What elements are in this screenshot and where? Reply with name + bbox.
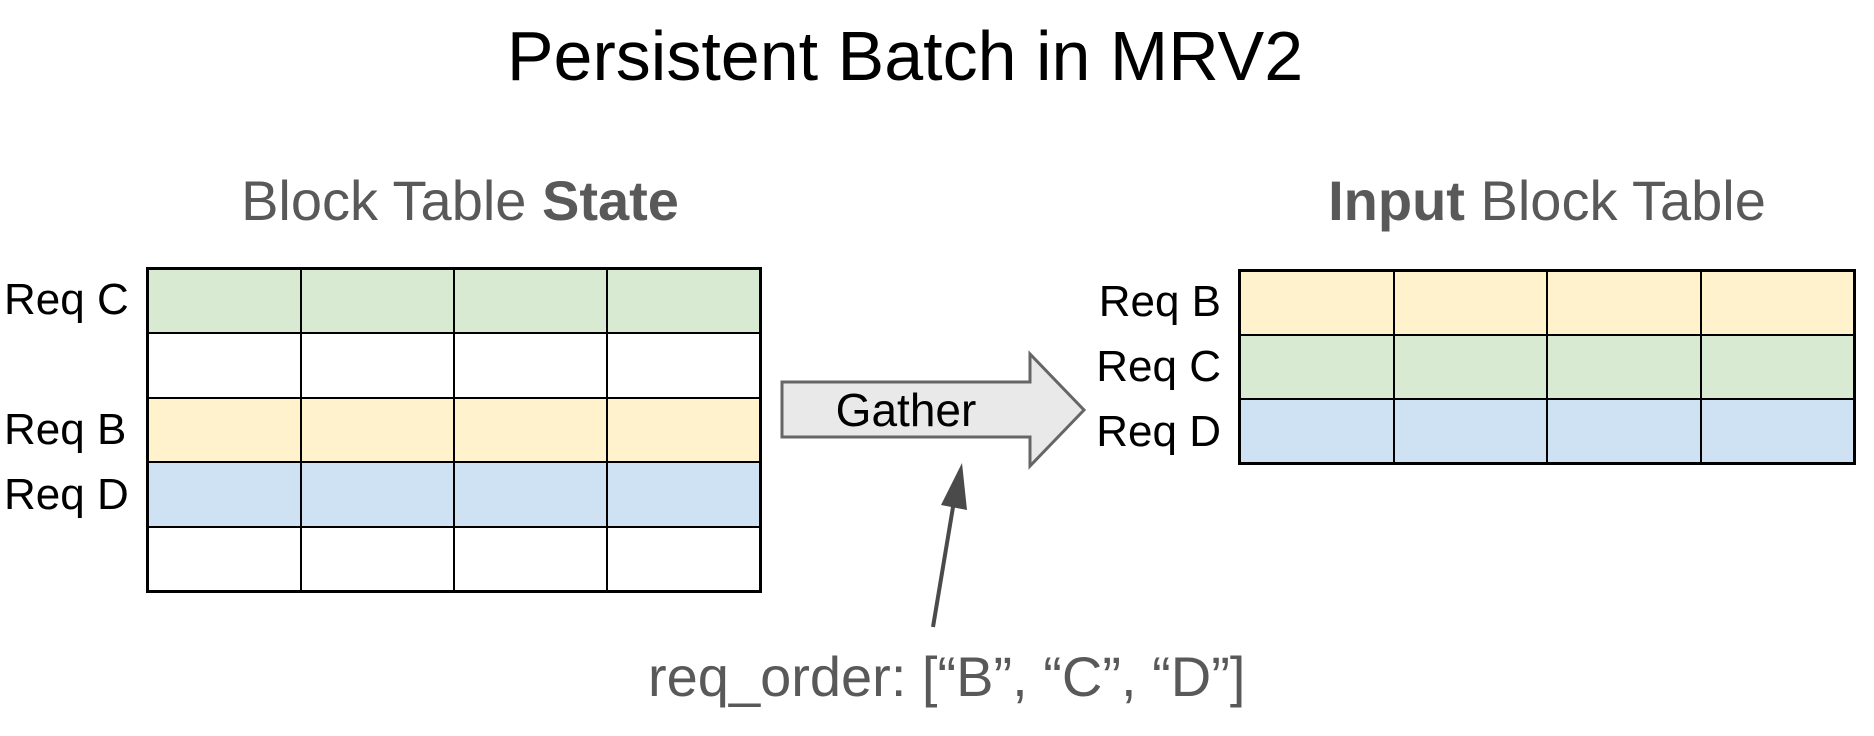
table-cell xyxy=(301,333,454,398)
table-cell xyxy=(301,269,454,334)
row-label xyxy=(0,528,140,593)
table-cell xyxy=(1547,271,1701,335)
right-table-heading: Input Block Table xyxy=(1187,170,1874,232)
gather-arrow-shape xyxy=(780,350,1087,470)
table-cell xyxy=(1393,271,1547,335)
table-cell xyxy=(1240,399,1394,463)
table-cell xyxy=(148,397,301,463)
req-order-annotation: req_order: [“B”, “C”, “D”] xyxy=(648,645,1246,708)
right-heading-highlight-text: Input xyxy=(1328,169,1465,232)
table-cell xyxy=(148,526,301,591)
table-cell xyxy=(607,397,760,463)
row-label: Req C xyxy=(1096,341,1221,391)
row-label: Req D xyxy=(1096,407,1221,457)
table-cell xyxy=(1547,399,1701,463)
table-cell xyxy=(454,269,607,334)
pointer-arrow-head xyxy=(941,463,967,510)
left-table-row-labels: Req C Req B Req D xyxy=(0,267,140,593)
table-cell xyxy=(1700,335,1854,399)
pointer-arrow-shaft xyxy=(931,506,955,628)
table-cell xyxy=(301,397,454,463)
table-cell xyxy=(454,462,607,527)
table-cell xyxy=(607,333,760,398)
table-cell xyxy=(1240,335,1394,399)
table-cell xyxy=(1393,399,1547,463)
table-cell xyxy=(1393,335,1547,399)
row-label: Req D xyxy=(4,470,129,520)
gather-arrow-icon xyxy=(780,350,1087,470)
gather-arrow-label: Gather xyxy=(835,383,977,436)
right-heading-normal-text: Block Table xyxy=(1464,169,1766,232)
table-cell xyxy=(454,397,607,463)
table-cell xyxy=(454,333,607,398)
left-heading-normal-text: Block Table xyxy=(241,169,542,232)
table-cell xyxy=(454,526,607,591)
row-label: Req B xyxy=(1098,276,1221,326)
pointer-arrow-icon xyxy=(931,463,967,628)
diagram-title: Persistent Batch in MRV2 xyxy=(506,17,1304,95)
row-label xyxy=(0,332,140,397)
input-block-table xyxy=(1238,269,1856,465)
row-label: Req B xyxy=(4,405,127,454)
table-cell xyxy=(148,269,301,334)
table-cell xyxy=(607,269,760,334)
table-cell xyxy=(1700,399,1854,463)
table-cell xyxy=(1700,271,1854,335)
state-block-table xyxy=(146,267,762,593)
table-cell xyxy=(148,333,301,398)
table-cell xyxy=(607,462,760,527)
table-cell xyxy=(301,526,454,591)
table-cell xyxy=(148,462,301,527)
left-heading-highlight-text: State xyxy=(541,169,679,232)
right-table-row-labels: Req B Req C Req D xyxy=(1078,269,1225,465)
left-table-heading: Block Table State xyxy=(100,170,820,232)
table-cell xyxy=(301,462,454,527)
table-cell xyxy=(607,526,760,591)
table-cell xyxy=(1547,335,1701,399)
table-cell xyxy=(1240,271,1394,335)
row-label: Req C xyxy=(4,274,129,324)
